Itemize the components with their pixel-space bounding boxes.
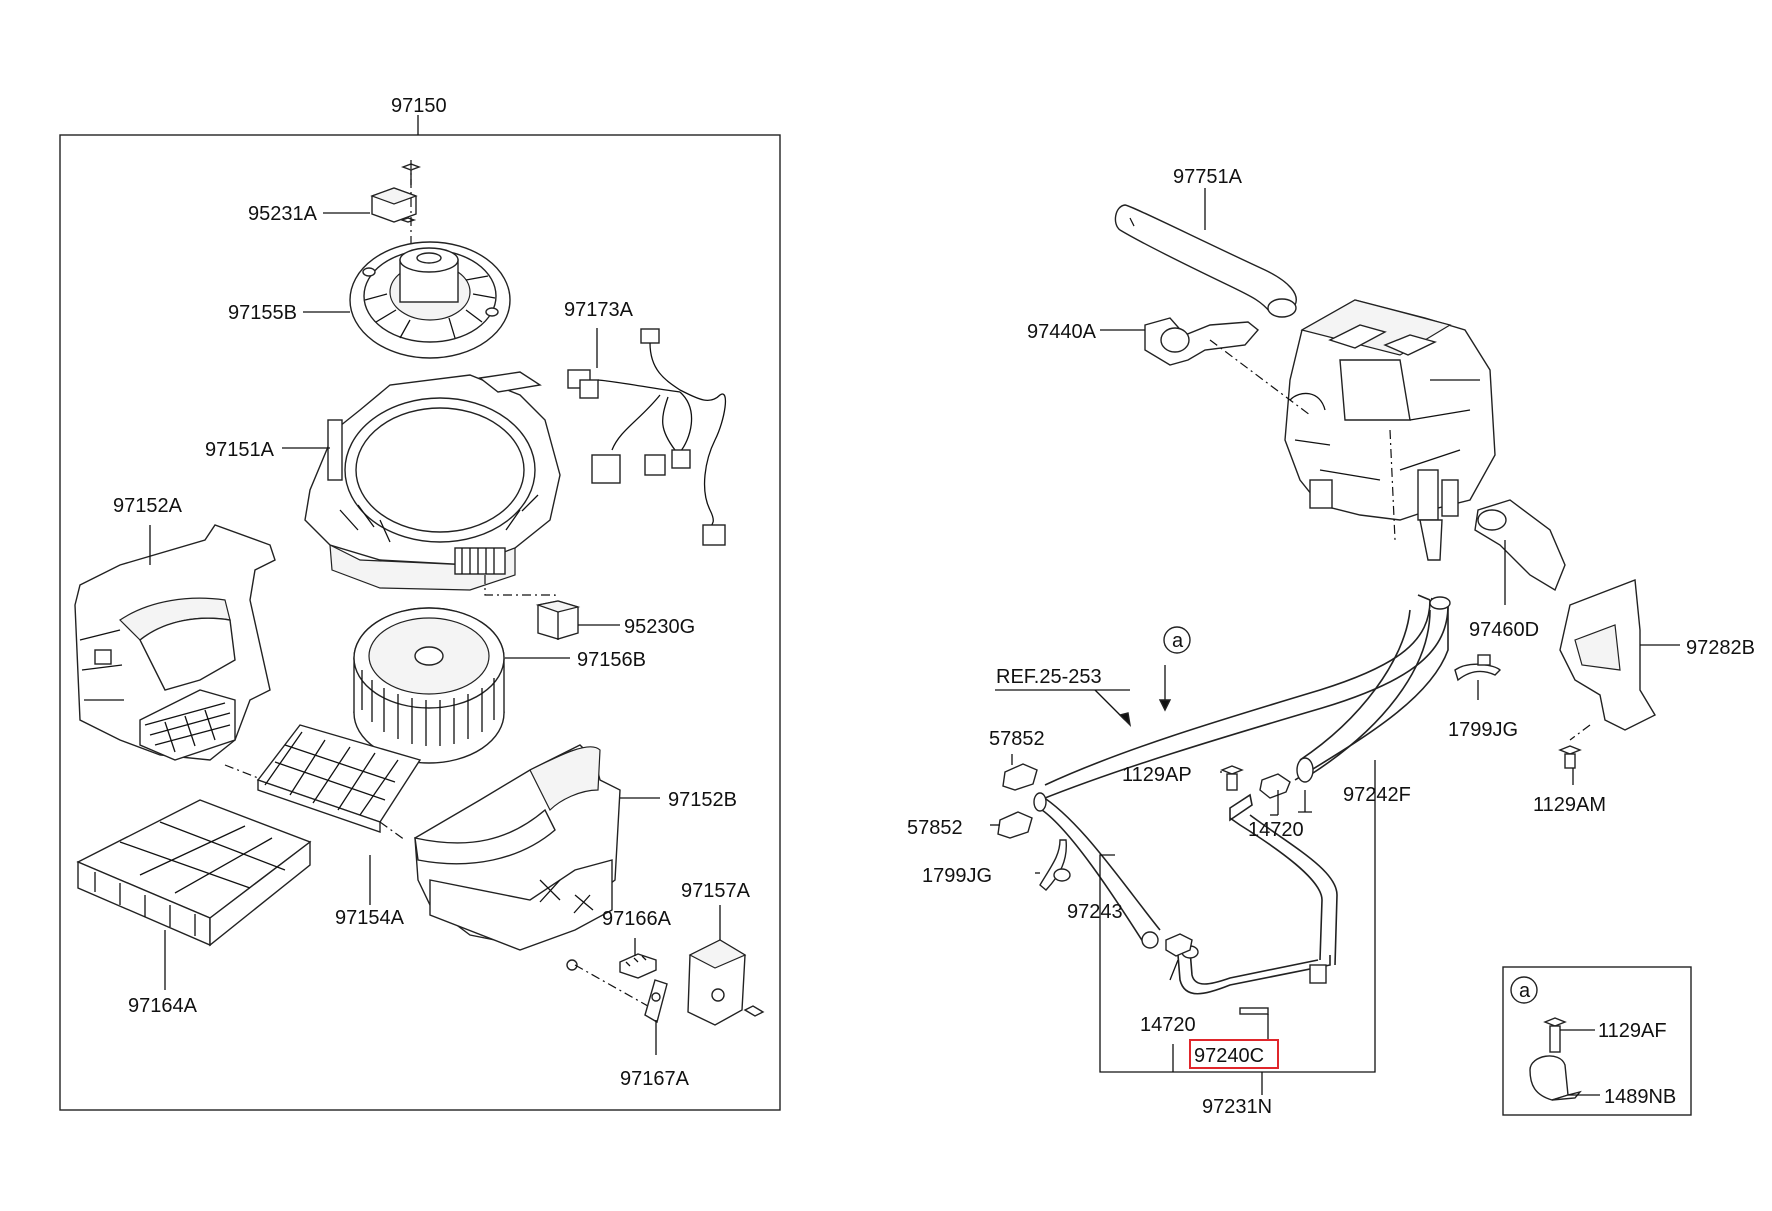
- blower-assembly-frame: [59, 134, 781, 1111]
- detail-a-marker: [1510, 976, 1538, 1004]
- wiring-harness-97173A-icon: [567, 328, 727, 546]
- label-14720-lower[interactable]: 14720: [1140, 1014, 1196, 1036]
- hvac-unit-icon: [1284, 299, 1496, 561]
- label-95230G[interactable]: 95230G: [624, 616, 695, 638]
- blower-wheel-97156B-icon: [353, 607, 505, 764]
- clamp-1799JG-left-icon: [1039, 839, 1071, 891]
- label-97164A[interactable]: 97164A: [128, 995, 198, 1017]
- intake-case-97152A-icon: [74, 524, 276, 761]
- duct-97440A-icon: [1144, 317, 1260, 366]
- label-57852-upper[interactable]: 57852: [989, 728, 1045, 750]
- label-97231N[interactable]: 97231N: [1202, 1096, 1272, 1118]
- detail-a-letter: a: [1519, 980, 1531, 1002]
- label-97282B[interactable]: 97282B: [1686, 637, 1755, 659]
- heater-hose-97242F-icon: [1039, 594, 1451, 801]
- actuator-97157A-icon: [687, 939, 765, 1026]
- label-1799JG-right[interactable]: 1799JG: [1448, 719, 1518, 741]
- heater-hose-97243-icon: [1033, 792, 1161, 949]
- label-1489NB[interactable]: 1489NB: [1604, 1086, 1676, 1108]
- relay-95231A-icon: [370, 163, 421, 223]
- bracket-97282B-icon: [1559, 579, 1656, 731]
- label-97156B[interactable]: 97156B: [577, 649, 646, 671]
- clamp-14720-upper-icon: [1259, 773, 1291, 799]
- label-1129AM[interactable]: 1129AM: [1533, 794, 1606, 816]
- right-leader-lines: [990, 188, 1680, 1095]
- label-97242F[interactable]: 97242F: [1343, 784, 1411, 806]
- label-97440A[interactable]: 97440A: [1027, 321, 1097, 343]
- duct-97460D-icon: [1474, 499, 1566, 592]
- label-ref25253[interactable]: REF.25-253: [996, 666, 1102, 688]
- detail-bushing-1489NB-icon: [1529, 1055, 1582, 1101]
- blower-case-97151A-icon: [304, 371, 561, 591]
- bolt-1129AM-icon: [1558, 745, 1582, 769]
- label-97151A[interactable]: 97151A: [205, 439, 275, 461]
- left-leader-lines: [149, 212, 721, 1055]
- ref-arrow-ref25253: [995, 689, 1132, 728]
- label-57852-lower[interactable]: 57852: [907, 817, 963, 839]
- label-97240C[interactable]: 97240C: [1194, 1045, 1264, 1067]
- blower-motor-97155B-icon: [349, 241, 511, 359]
- clamp-57852-lower-icon: [997, 811, 1033, 839]
- connector-97166A-icon: [619, 953, 657, 979]
- clamp-1799JG-right-icon: [1454, 654, 1501, 682]
- filter-97154A-icon: [256, 724, 422, 833]
- label-1799JG-left[interactable]: 1799JG: [922, 865, 992, 887]
- label-14720-upper[interactable]: 14720: [1248, 819, 1304, 841]
- resistor-95230G-icon: [535, 600, 581, 640]
- label-1129AP[interactable]: 1129AP: [1122, 764, 1192, 786]
- label-97155B[interactable]: 97155B: [228, 302, 297, 324]
- detail-box-a: [1502, 966, 1692, 1116]
- duct-97751A-icon: [1114, 204, 1297, 318]
- ref-arrow-a: [1158, 665, 1172, 712]
- label-1129AF[interactable]: 1129AF: [1598, 1020, 1667, 1042]
- highlight-box-97240C: [1189, 1039, 1279, 1069]
- label-97460D[interactable]: 97460D: [1469, 619, 1539, 641]
- clip-97167A-icon: [644, 979, 668, 1024]
- lower-case-97152B-icon: [414, 744, 621, 971]
- label-97751A[interactable]: 97751A: [1173, 166, 1243, 188]
- detail-bolt-1129AF-icon: [1543, 1017, 1567, 1053]
- label-97157A[interactable]: 97157A: [681, 880, 751, 902]
- label-97152B[interactable]: 97152B: [668, 789, 737, 811]
- label-97154A[interactable]: 97154A: [335, 907, 405, 929]
- label-95231A[interactable]: 95231A: [248, 203, 318, 225]
- label-97150[interactable]: 97150: [391, 95, 447, 117]
- label-97243[interactable]: 97243: [1067, 901, 1123, 923]
- label-97167A[interactable]: 97167A: [620, 1068, 690, 1090]
- filter-cover-97164A-icon: [76, 799, 312, 947]
- label-97152A[interactable]: 97152A: [113, 495, 183, 517]
- label-97173A[interactable]: 97173A: [564, 299, 634, 321]
- clamp-57852-upper-icon: [1002, 763, 1038, 791]
- label-97166A[interactable]: 97166A: [602, 908, 672, 930]
- bolt-1129AP-icon: [1220, 765, 1244, 791]
- callout-a-marker: [1163, 626, 1191, 654]
- callout-a-letter: a: [1172, 630, 1184, 652]
- clamp-14720-lower-icon: [1165, 933, 1193, 957]
